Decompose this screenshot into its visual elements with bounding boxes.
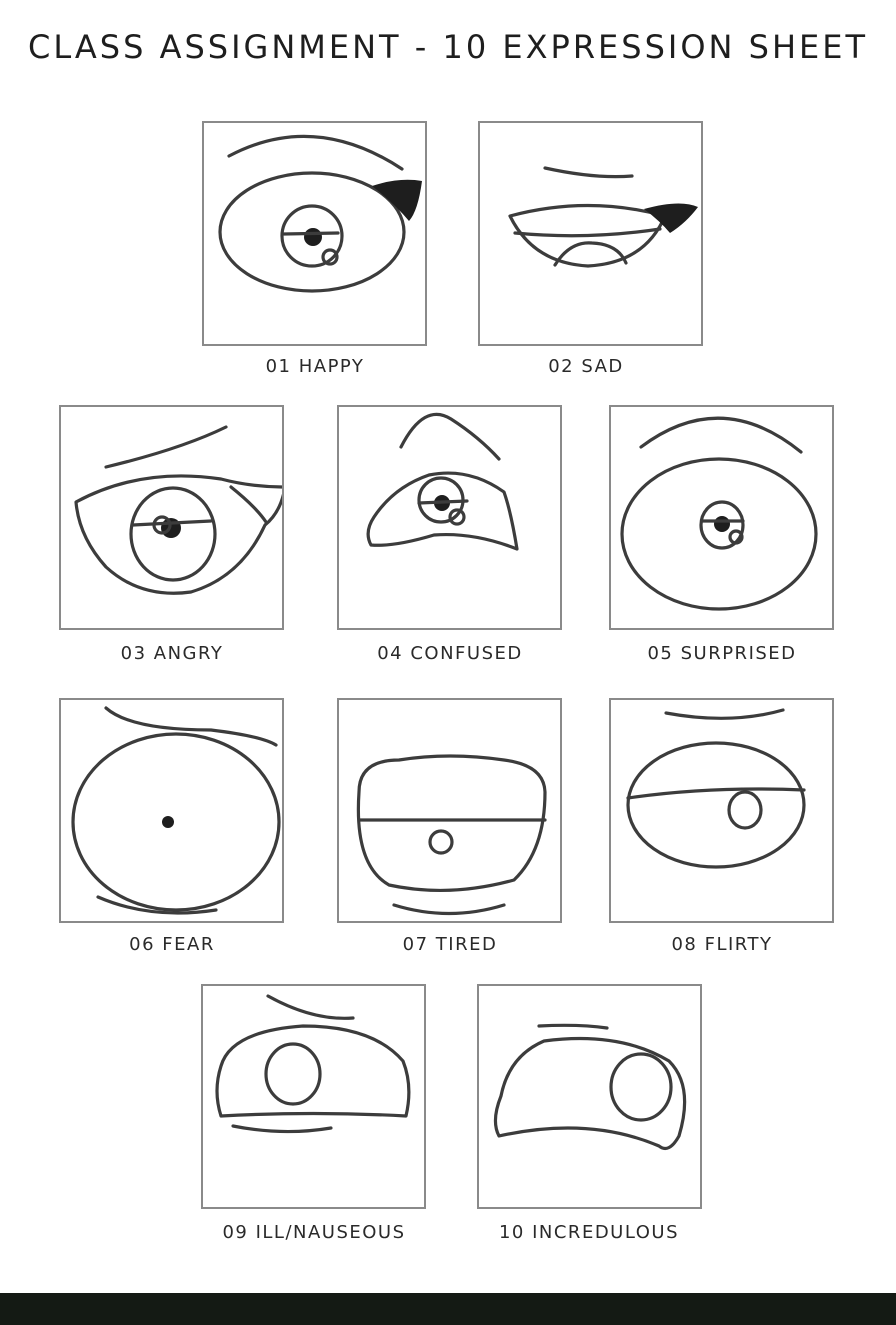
expression-label: 09 ILL/NAUSEOUS [222,1222,406,1243]
incredulous-eye-icon [493,1023,687,1150]
expression-panel-fear [59,698,284,923]
expression-label: 04 CONFUSED [377,643,523,664]
sheet-title: CLASS ASSIGNMENT - 10 EXPRESSION SHEET [28,28,868,66]
expression-label: 06 FEAR [129,934,215,955]
confused-eye-icon [366,412,519,551]
expression-panel-tired [337,698,562,923]
angry-eye-icon [74,425,282,595]
surprised-eye-icon [620,416,818,611]
ill-eye-icon [215,994,411,1134]
expression-panel-surprised [609,405,834,630]
expression-label: 01 HAPPY [265,356,365,377]
footer-bar [0,1293,896,1325]
expression-panel-confused [337,405,562,630]
expression-label: 02 SAD [548,356,624,377]
sad-eye-icon [508,166,698,268]
expression-panel-happy [202,121,427,346]
expression-panel-angry [59,405,284,630]
expression-label: 05 SURPRISED [647,643,797,664]
fear-eye-icon [71,706,281,915]
happy-eye-icon [218,134,422,293]
expression-label: 10 INCREDULOUS [498,1222,680,1243]
expression-panel-ill [201,984,426,1209]
expression-panel-sad [478,121,703,346]
expression-panel-flirty [609,698,834,923]
expression-label: 08 FLIRTY [671,934,773,955]
expression-label: 03 ANGRY [120,643,224,664]
tired-eye-icon [356,754,547,916]
flirty-eye-icon [626,708,806,869]
expression-panel-incredulous [477,984,702,1209]
expression-label: 07 TIRED [402,934,498,955]
